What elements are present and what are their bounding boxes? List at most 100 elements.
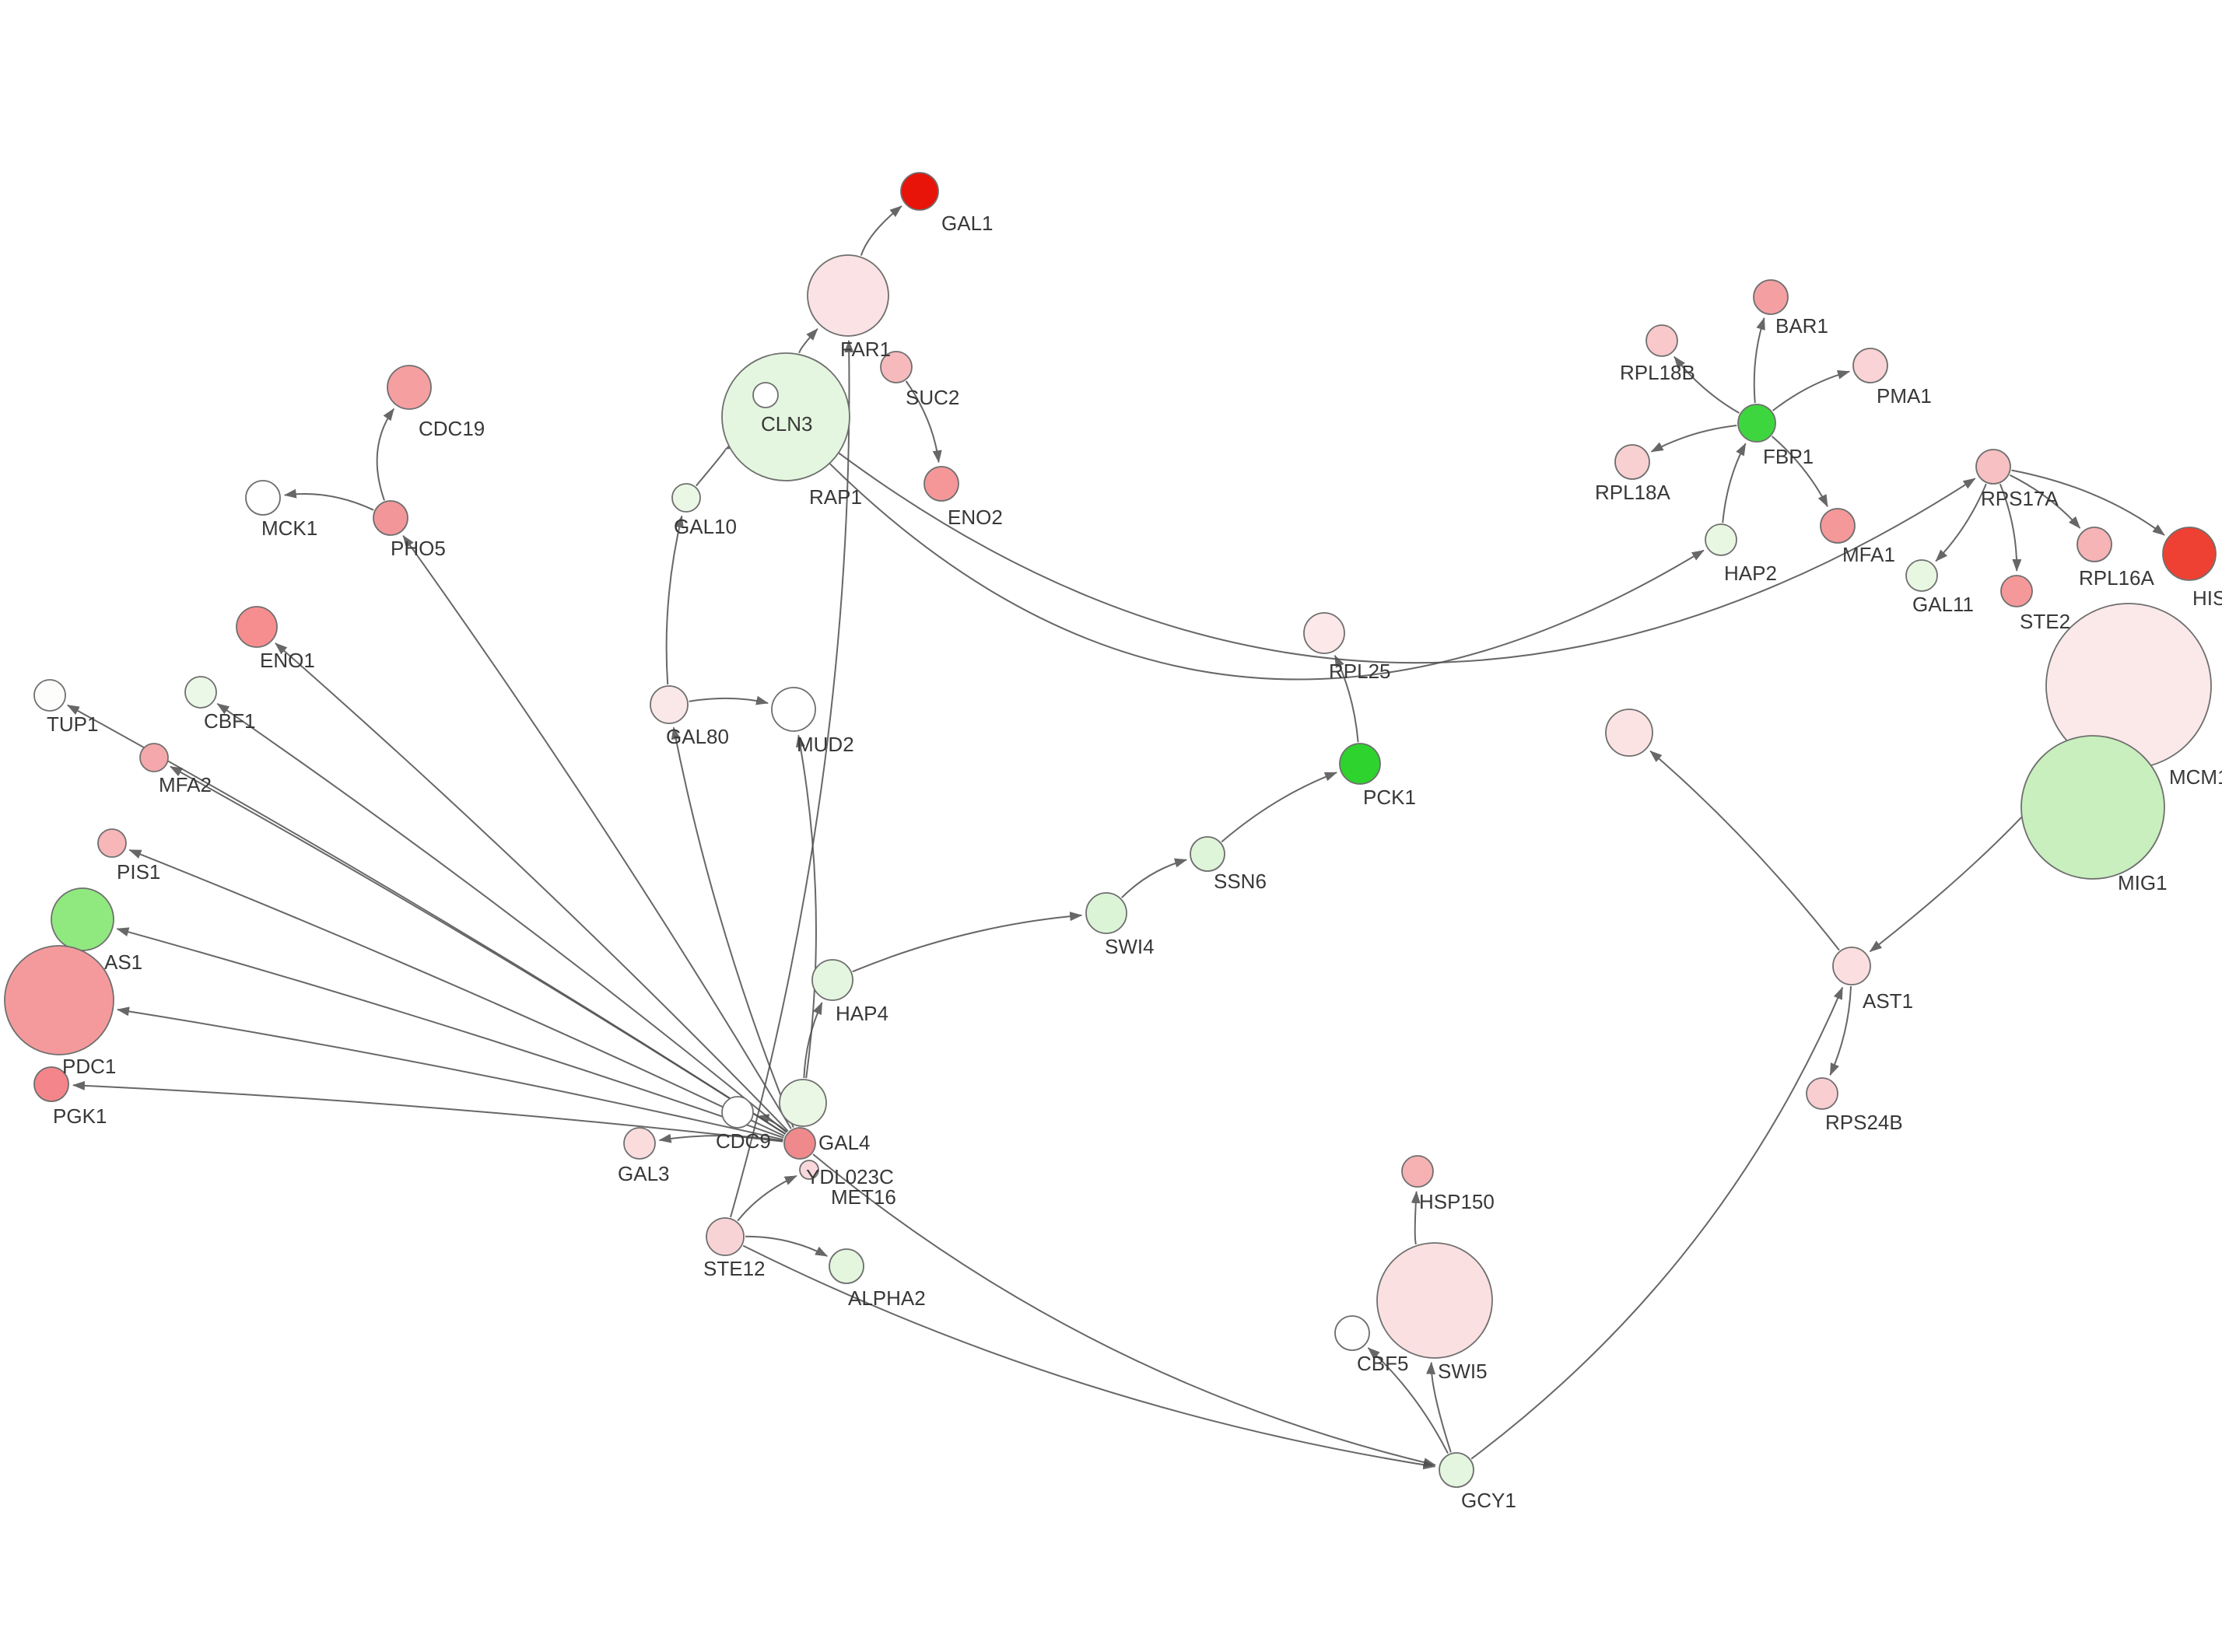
edge-gal4-eno1[interactable] bbox=[275, 642, 789, 1132]
edge-gal4-pgk1[interactable] bbox=[72, 1080, 783, 1143]
node-swi5[interactable] bbox=[1376, 1242, 1493, 1359]
node-pdc1[interactable] bbox=[4, 945, 114, 1055]
edge-rps17a-gal11[interactable] bbox=[1935, 483, 1987, 562]
node-rps17a[interactable] bbox=[1975, 449, 2011, 485]
node-fbp1[interactable] bbox=[1737, 404, 1776, 443]
edge-fbp1-rpl18b[interactable] bbox=[1674, 355, 1740, 414]
node-ste2[interactable] bbox=[2000, 575, 2033, 607]
node-cbf1[interactable] bbox=[184, 676, 217, 709]
node-gcy1[interactable] bbox=[1439, 1452, 1474, 1488]
node-gal4[interactable] bbox=[783, 1127, 816, 1160]
edge-fbp1-bar1[interactable] bbox=[1753, 317, 1765, 404]
node-mig1[interactable] bbox=[2020, 735, 2165, 880]
node-pis1[interactable] bbox=[97, 828, 127, 858]
edge-ste12-met16[interactable] bbox=[737, 1174, 797, 1222]
node-ste12[interactable] bbox=[706, 1217, 745, 1256]
node-mfa2[interactable] bbox=[139, 743, 169, 772]
node-gal3[interactable] bbox=[623, 1127, 656, 1160]
node-mfa1[interactable] bbox=[1820, 508, 1856, 544]
node-mck1[interactable] bbox=[245, 480, 281, 516]
node-tup1[interactable] bbox=[33, 679, 66, 712]
node-suc2[interactable] bbox=[880, 351, 913, 383]
edge-pho5-cdc19[interactable] bbox=[376, 408, 395, 501]
node-gal11[interactable] bbox=[1905, 559, 1938, 592]
node-label-hsp150: HSP150 bbox=[1419, 1190, 1495, 1213]
node-swi4[interactable] bbox=[1085, 892, 1127, 934]
edge-far1-gal1[interactable] bbox=[860, 205, 902, 256]
node-gal10[interactable] bbox=[671, 483, 701, 513]
edge-ste12-alpha2[interactable] bbox=[745, 1235, 829, 1257]
node-cdc9[interactable] bbox=[721, 1096, 754, 1129]
edge-ast1-unlabeled1[interactable] bbox=[1649, 750, 1840, 951]
node-ras1[interactable] bbox=[51, 887, 114, 951]
node-ast1[interactable] bbox=[1832, 947, 1871, 985]
node-gal80[interactable] bbox=[650, 685, 689, 724]
edge-gal10-cln3[interactable] bbox=[696, 439, 738, 487]
edge-gal4-mfa2[interactable] bbox=[170, 765, 786, 1135]
node-rps24b[interactable] bbox=[1806, 1077, 1838, 1110]
edge-gcy1-cbf5[interactable] bbox=[1367, 1347, 1449, 1454]
node-unlabeled1[interactable] bbox=[1605, 709, 1653, 757]
node-rpl18b[interactable] bbox=[1645, 324, 1678, 357]
edge-fbp1-rpl18a[interactable] bbox=[1650, 425, 1737, 453]
edge-ste12-gcy1[interactable] bbox=[742, 1244, 1436, 1470]
edge-pho5-mck1[interactable] bbox=[283, 488, 374, 511]
node-mud2[interactable] bbox=[771, 687, 816, 732]
edge-gal4-gal80[interactable] bbox=[671, 726, 794, 1128]
edge-hap4-swi4[interactable] bbox=[852, 912, 1083, 973]
node-hap2[interactable] bbox=[1705, 523, 1737, 556]
edge-gal4-pis1[interactable] bbox=[128, 849, 785, 1137]
edge-fbp1-mfa1[interactable] bbox=[1771, 436, 1828, 508]
edge-gal4-pho5[interactable] bbox=[402, 534, 792, 1129]
node-rpl16a[interactable] bbox=[2077, 527, 2112, 562]
edge-rps17a-his4[interactable] bbox=[2011, 469, 2165, 536]
edge-rps17a-ste2[interactable] bbox=[1999, 483, 2022, 572]
node-gal1[interactable] bbox=[900, 172, 939, 211]
node-bar1[interactable] bbox=[1753, 279, 1789, 315]
edge-gal4-cbf1[interactable] bbox=[216, 702, 787, 1133]
node-ssn6[interactable] bbox=[1190, 836, 1225, 872]
edge-gal4-cdc9[interactable] bbox=[756, 1114, 788, 1133]
edge-gal80-gal10[interactable] bbox=[665, 515, 684, 685]
node-his4[interactable] bbox=[2162, 527, 2217, 581]
edge-gal4-ras1[interactable] bbox=[116, 927, 784, 1139]
node-pma1[interactable] bbox=[1852, 348, 1888, 383]
edge-rap1-hap2[interactable] bbox=[774, 404, 1705, 681]
edge-ssn6-pck1[interactable] bbox=[1221, 772, 1337, 843]
node-pho5[interactable] bbox=[373, 500, 408, 536]
edge-gal4-pdc1[interactable] bbox=[117, 1006, 783, 1141]
edge-gcy1-swi5[interactable] bbox=[1426, 1361, 1452, 1453]
node-cln3[interactable] bbox=[721, 352, 850, 481]
node-eno1[interactable] bbox=[236, 606, 278, 648]
node-eno2[interactable] bbox=[923, 466, 959, 502]
node-pck1[interactable] bbox=[1339, 743, 1381, 785]
edge-gal4-gal3[interactable] bbox=[658, 1133, 783, 1143]
node-rpl25[interactable] bbox=[1303, 612, 1345, 654]
node-hsp150[interactable] bbox=[1401, 1155, 1434, 1188]
edge-suc2-eno2[interactable] bbox=[905, 380, 942, 464]
node-rap1[interactable] bbox=[752, 382, 779, 408]
node-rpl18a[interactable] bbox=[1614, 444, 1650, 480]
edge-ste12-far1[interactable] bbox=[730, 340, 854, 1218]
edge-ast1-rps24b[interactable] bbox=[1829, 985, 1852, 1076]
edge-cln3-far1[interactable] bbox=[798, 328, 818, 354]
node-alpha2[interactable] bbox=[829, 1248, 864, 1284]
edge-hap2-fbp1[interactable] bbox=[1722, 443, 1747, 523]
node-pgk1[interactable] bbox=[33, 1066, 69, 1102]
edge-rap1-rps17a[interactable] bbox=[776, 403, 1976, 664]
edge-pck1-rpl25[interactable] bbox=[1334, 654, 1359, 743]
edge-gal80-mud2[interactable] bbox=[689, 695, 769, 705]
node-ydl023c[interactable] bbox=[779, 1079, 827, 1127]
edge-rps17a-rpl16a[interactable] bbox=[2009, 474, 2081, 529]
node-hap4[interactable] bbox=[811, 959, 853, 1001]
node-far1[interactable] bbox=[807, 254, 889, 337]
edge-gal4-gcy1[interactable] bbox=[812, 1153, 1436, 1467]
edge-ydl023c-hap4[interactable] bbox=[803, 1002, 823, 1079]
edge-gcy1-ast1[interactable] bbox=[1470, 986, 1844, 1460]
edge-fbp1-pma1[interactable] bbox=[1772, 369, 1850, 411]
node-met16[interactable] bbox=[799, 1160, 819, 1180]
node-cdc19[interactable] bbox=[387, 365, 432, 410]
edge-swi5-hsp150[interactable] bbox=[1411, 1191, 1421, 1245]
node-cbf5[interactable] bbox=[1334, 1315, 1370, 1351]
edge-swi4-ssn6[interactable] bbox=[1121, 858, 1187, 898]
